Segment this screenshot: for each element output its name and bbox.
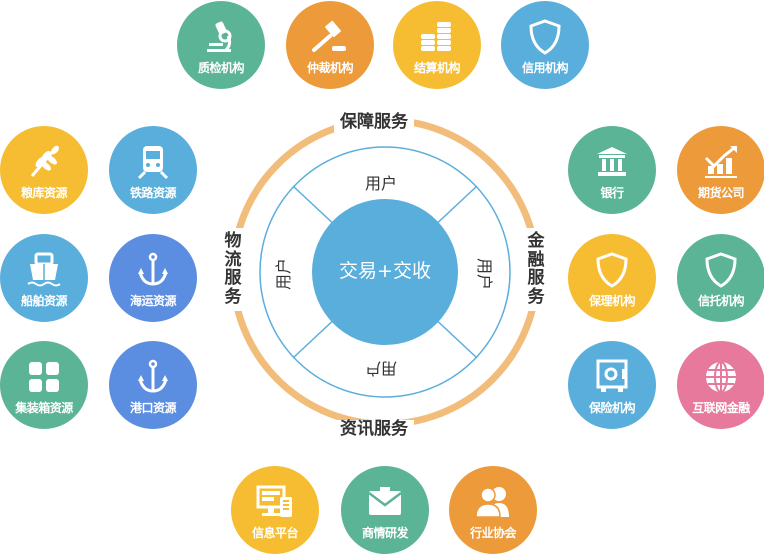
shield-icon xyxy=(525,18,565,55)
node-settlement[interactable]: 结算机构 xyxy=(393,1,481,89)
users-icon xyxy=(473,484,513,520)
core-label: 交易+交收 xyxy=(339,260,431,282)
node-trust[interactable]: 信托机构 xyxy=(677,234,764,322)
node-label: 行业协会 xyxy=(469,525,517,540)
monitor-icon xyxy=(255,484,295,520)
node-label: 港口资源 xyxy=(129,400,177,415)
node-label: 保险机构 xyxy=(588,400,636,415)
service-left: 物流服务 xyxy=(223,228,243,311)
node-railway[interactable]: 铁路资源 xyxy=(109,126,197,214)
safe-icon xyxy=(592,359,632,395)
node-label: 粮库资源 xyxy=(20,185,68,200)
shield-icon xyxy=(592,251,632,288)
train-icon xyxy=(133,144,173,180)
node-info-platform[interactable]: 信息平台 xyxy=(231,466,319,554)
service-top: 保障服务 xyxy=(334,113,414,132)
node-quality-inspection[interactable]: 质检机构 xyxy=(177,1,265,89)
node-credit[interactable]: 信用机构 xyxy=(501,1,589,89)
node-bank[interactable]: 银行 xyxy=(568,126,656,214)
node-label: 信用机构 xyxy=(521,60,569,75)
node-label: 质检机构 xyxy=(197,60,245,75)
node-ocean-shipping[interactable]: 海运资源 xyxy=(109,234,197,322)
user-label-left: 用户 xyxy=(274,257,294,291)
node-arbitration[interactable]: 仲裁机构 xyxy=(286,1,374,89)
node-label: 仲裁机构 xyxy=(306,60,354,75)
user-label-top: 用户 xyxy=(365,174,398,193)
node-industry-association[interactable]: 行业协会 xyxy=(449,466,537,554)
node-label: 商情研发 xyxy=(361,525,409,540)
grid-icon xyxy=(24,359,64,395)
node-label: 结算机构 xyxy=(413,60,461,75)
node-label: 信息平台 xyxy=(251,525,299,540)
node-label: 互联网金融 xyxy=(692,400,750,415)
node-container[interactable]: 集装箱资源 xyxy=(0,341,88,429)
node-label: 期货公司 xyxy=(697,185,745,200)
node-label: 保理机构 xyxy=(588,293,636,308)
envelope-icon xyxy=(365,484,405,520)
node-internet-finance[interactable]: 互联网金融 xyxy=(677,341,764,429)
node-port[interactable]: 港口资源 xyxy=(109,341,197,429)
node-label: 船舶资源 xyxy=(20,293,68,308)
wheat-icon xyxy=(24,144,64,180)
node-grain-depot[interactable]: 粮库资源 xyxy=(0,126,88,214)
node-label: 信托机构 xyxy=(697,293,745,308)
gavel-icon xyxy=(310,19,350,55)
node-factoring[interactable]: 保理机构 xyxy=(568,234,656,322)
service-bottom: 资讯服务 xyxy=(334,420,414,439)
globe-icon xyxy=(701,359,741,395)
chart-up-icon xyxy=(701,144,741,180)
node-ship[interactable]: 船舶资源 xyxy=(0,234,88,322)
node-market-research[interactable]: 商情研发 xyxy=(341,466,429,554)
user-label-right: 用户 xyxy=(475,257,495,291)
microscope-icon xyxy=(201,19,241,55)
anchor-icon xyxy=(133,252,173,288)
service-right: 金融服务 xyxy=(526,228,546,311)
node-insurance[interactable]: 保险机构 xyxy=(568,341,656,429)
node-label: 集装箱资源 xyxy=(15,400,73,415)
node-label: 海运资源 xyxy=(129,293,177,308)
anchor-icon xyxy=(133,359,173,395)
node-label: 银行 xyxy=(600,185,624,200)
node-futures-company[interactable]: 期货公司 xyxy=(677,126,764,214)
ship-icon xyxy=(24,252,64,288)
bank-icon xyxy=(592,144,632,180)
user-label-bottom: 用户 xyxy=(365,359,398,378)
shield-icon xyxy=(701,251,741,288)
node-label: 铁路资源 xyxy=(129,185,177,200)
coins-icon xyxy=(417,19,457,55)
